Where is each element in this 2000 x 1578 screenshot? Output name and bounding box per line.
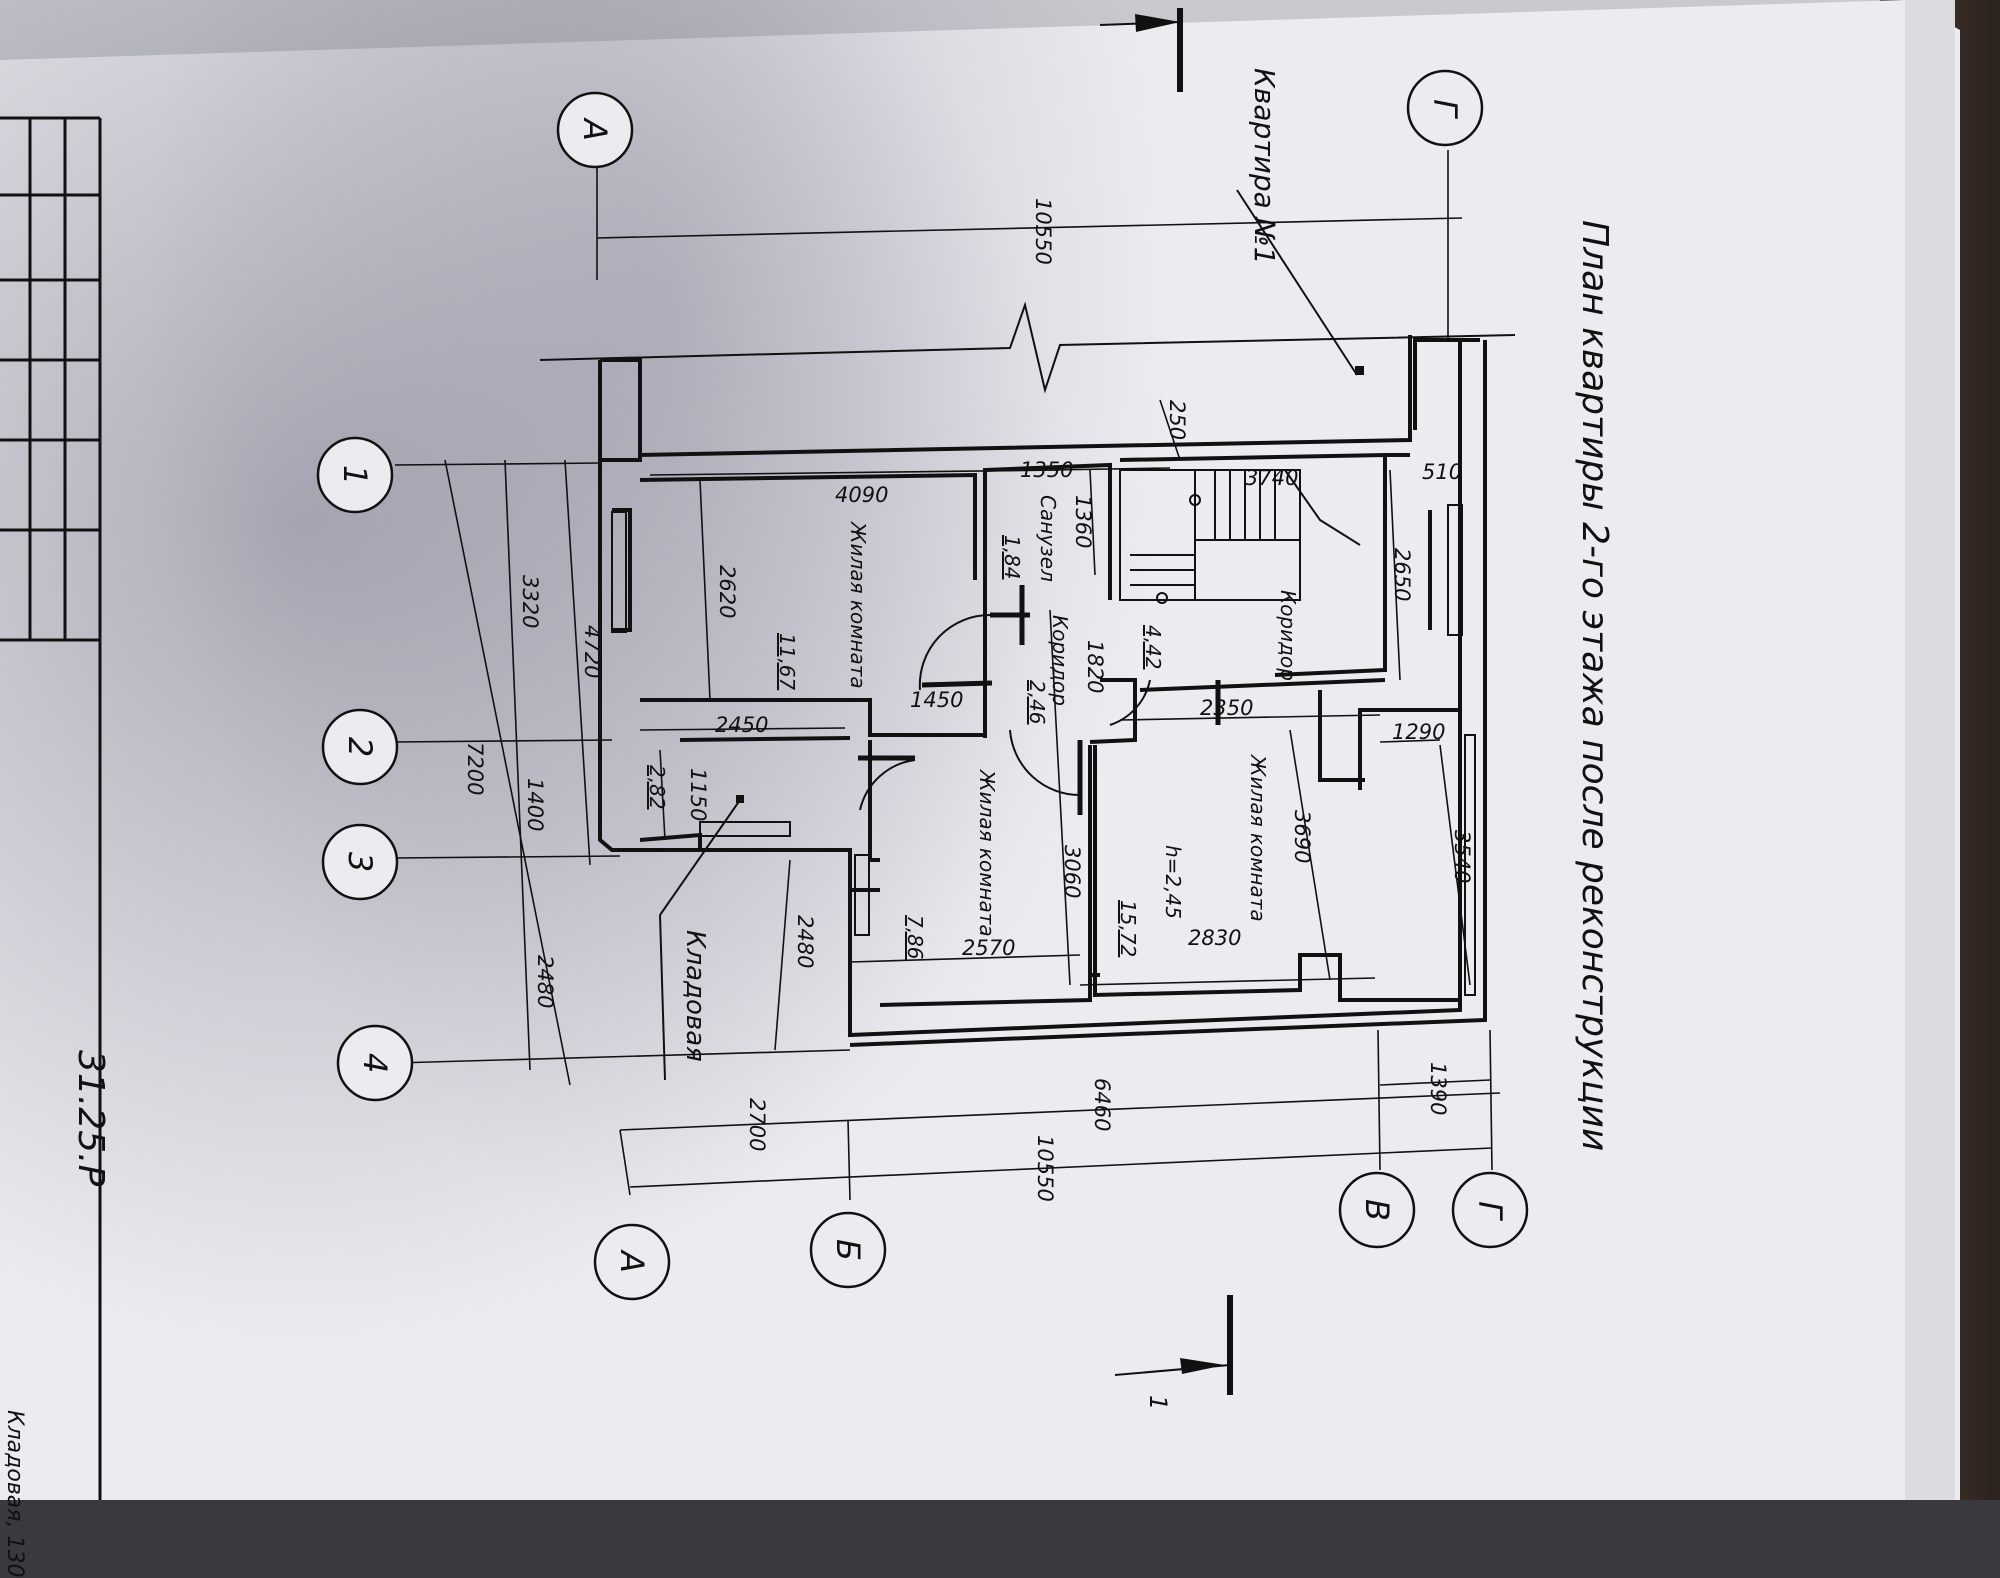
room-corridor-1-area: 2,46 bbox=[1025, 680, 1049, 725]
dim-3690: 3690 bbox=[1290, 810, 1314, 864]
dim-3320: 3320 bbox=[518, 575, 542, 629]
dim-1150: 1150 bbox=[686, 768, 710, 822]
axis-label-g-bottom: Г bbox=[1471, 1201, 1509, 1219]
axis-label-v: В bbox=[1358, 1199, 1396, 1221]
windows bbox=[611, 504, 1476, 996]
dim-6460: 6460 bbox=[1090, 1078, 1114, 1132]
dim-2830: 2830 bbox=[1188, 926, 1242, 950]
room-living-2-area: 7,86 bbox=[903, 915, 927, 960]
dim-7200: 7200 bbox=[463, 742, 487, 796]
apartment-label: Квартира №1 bbox=[1248, 68, 1281, 265]
room-living-1-area: 11,67 bbox=[775, 633, 799, 691]
dim-2480-outer: 2480 bbox=[533, 955, 557, 1009]
axis-label-a-bottom: А bbox=[613, 1251, 651, 1273]
axis-bubbles bbox=[316, 69, 1529, 1301]
grid-axes bbox=[394, 150, 1493, 1201]
text-layer: .t{position:absolute;font-family:"DejaVu… bbox=[2, 68, 1615, 1578]
sheet-code: 31.25.Р bbox=[70, 1050, 111, 1187]
room-living-3-area: 15,72 bbox=[1116, 900, 1140, 958]
pantry-leader bbox=[659, 799, 741, 1081]
dim-250: 250 bbox=[1165, 400, 1189, 441]
dim-2480-inner: 2480 bbox=[793, 915, 817, 969]
dimension-lines bbox=[444, 217, 1501, 1188]
apartment-leader bbox=[1236, 189, 1358, 376]
bottom-cut-text: Кладовая, 130 bbox=[2, 1410, 27, 1578]
axis-label-3: 3 bbox=[341, 851, 379, 873]
sheet-edge bbox=[1905, 0, 1955, 1500]
dim-510: 510 bbox=[1422, 460, 1463, 484]
room-living-1-name: Жилая комната bbox=[846, 522, 870, 689]
dim-1290: 1290 bbox=[1392, 720, 1446, 744]
dim-3540: 3540 bbox=[1450, 830, 1474, 884]
stair bbox=[1119, 469, 1361, 604]
dim-2350: 2350 bbox=[1200, 696, 1254, 720]
dim-2620: 2620 bbox=[715, 565, 739, 619]
room-corridor-1-name: Коридор bbox=[1048, 615, 1072, 706]
dim-2650: 2650 bbox=[1390, 548, 1414, 602]
title-block-frame bbox=[0, 116, 102, 1500]
dim-2450: 2450 bbox=[715, 713, 769, 737]
dim-2700: 2700 bbox=[745, 1098, 769, 1152]
dim-3740: 3740 bbox=[1245, 466, 1299, 490]
door-leaves bbox=[858, 585, 1221, 815]
dim-2570: 2570 bbox=[962, 936, 1016, 960]
axis-label-a-top: А bbox=[576, 119, 614, 141]
drawing-title: План квартиры 2-го этажа после реконстру… bbox=[1574, 220, 1615, 1152]
axis-label-4: 4 bbox=[356, 1052, 394, 1074]
dim-1360: 1360 bbox=[1071, 495, 1095, 549]
room-corridor-2-area: 4,42 bbox=[1141, 625, 1165, 670]
room-bath-name: Санузел bbox=[1036, 495, 1060, 582]
dim-1390: 1390 bbox=[1426, 1062, 1450, 1116]
axis-label-b: Б bbox=[829, 1239, 867, 1261]
dim-4090: 4090 bbox=[835, 483, 889, 507]
dim-4720: 4720 bbox=[580, 625, 604, 679]
height-note: h=2,45 bbox=[1161, 845, 1185, 919]
door-swings bbox=[859, 613, 1151, 811]
dim-1350: 1350 bbox=[1020, 458, 1074, 482]
dim-1400: 1400 bbox=[523, 778, 547, 832]
dim-3060: 3060 bbox=[1060, 845, 1084, 899]
axis-label-1: 1 bbox=[336, 464, 374, 486]
room-bath-area: 1,84 bbox=[1000, 535, 1024, 580]
axis-label-g-top: Г bbox=[1426, 99, 1464, 117]
section-mark-label: 1 bbox=[1144, 1395, 1172, 1411]
dim-1820: 1820 bbox=[1083, 640, 1107, 694]
dim-10550-bottom: 10550 bbox=[1033, 1135, 1057, 1202]
room-living-3-name: Жилая комната bbox=[1246, 755, 1270, 922]
room-corridor-2-name: Коридор bbox=[1276, 590, 1300, 681]
axis-label-2: 2 bbox=[341, 736, 379, 758]
room-pantry-area: 2,82 bbox=[645, 765, 669, 810]
room-pantry-name: Кладовая bbox=[680, 930, 710, 1062]
floor-plan-drawing bbox=[0, 8, 1529, 1500]
break-line bbox=[539, 301, 1516, 394]
dim-1450: 1450 bbox=[910, 688, 964, 712]
room-living-2-name: Жилая комната bbox=[975, 770, 999, 937]
dim-10550-top: 10550 bbox=[1031, 198, 1055, 265]
